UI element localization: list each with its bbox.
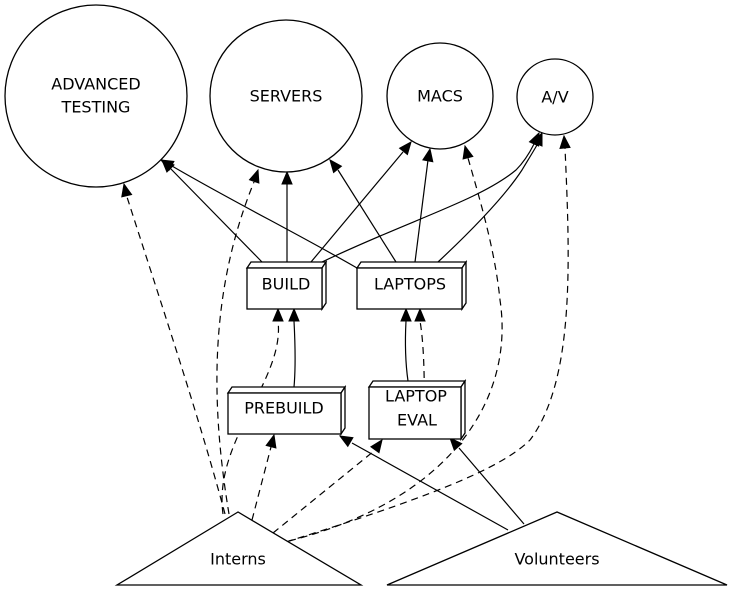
node-volunteers[interactable]: Volunteers (386, 511, 728, 586)
edge-line (404, 320, 409, 382)
node-laptops-label: LAPTOPS (374, 275, 446, 294)
edge-line (337, 169, 397, 263)
node-laptop-eval[interactable]: LAPTOP EVAL (367, 378, 467, 442)
node-interns[interactable]: Interns (114, 511, 364, 586)
node-prebuild-shape (227, 392, 342, 435)
node-av-shape (516, 58, 594, 136)
node-macs-shape (386, 42, 494, 150)
edge-interns-to-servers (216, 168, 260, 515)
node-advanced-testing-label-line-2: TESTING (61, 98, 131, 117)
node-interns-label: Interns (210, 550, 266, 569)
node-build-label: BUILD (262, 275, 311, 294)
node-macs[interactable]: MACS (386, 42, 494, 150)
arrowhead-icon (288, 307, 300, 322)
node-advanced-testing-label-line-1: ADVANCED (51, 75, 140, 94)
arrowhead-icon (462, 144, 474, 160)
arrowhead-icon (248, 168, 260, 184)
node-laptop-eval-label-line-2: EVAL (397, 411, 437, 430)
edge-laptops-to-macs (414, 147, 434, 263)
node-advanced-testing[interactable]: ADVANCED TESTING (4, 4, 188, 188)
node-interns-shape (114, 511, 364, 586)
edge-interns-to-advanced-testing (121, 182, 226, 515)
node-prebuild[interactable]: PREBUILD (226, 384, 347, 437)
node-av-label: A/V (541, 88, 568, 107)
arrowhead-icon (400, 307, 412, 322)
edge-laptops-to-av (437, 131, 543, 263)
arrowhead-icon (329, 158, 343, 174)
edge-line (414, 159, 429, 263)
node-prebuild-label: PREBUILD (244, 399, 324, 418)
arrowhead-icon (449, 437, 463, 452)
node-build-shape (246, 267, 323, 310)
arrowhead-icon (159, 159, 175, 171)
edge-line (216, 181, 255, 515)
arrowhead-icon (559, 134, 571, 149)
node-build[interactable]: BUILD (245, 259, 328, 312)
edge-laptops-to-advanced-testing (159, 159, 358, 269)
arrowhead-icon (338, 435, 354, 448)
edge-interns-to-laptop-eval (272, 438, 383, 534)
arrowhead-icon (531, 131, 543, 147)
edge-interns-to-av (285, 134, 571, 543)
arrowhead-icon (272, 307, 284, 322)
arrowhead-icon (121, 182, 133, 198)
edge-laptops-to-servers (329, 158, 397, 263)
edge-prebuild-to-build (288, 307, 300, 388)
edge-interns-to-prebuild (251, 433, 277, 521)
edge-interns-to-macs (288, 144, 503, 542)
arrowhead-icon (281, 170, 293, 185)
edge-build-to-advanced-testing (161, 159, 263, 263)
arrowhead-icon (369, 438, 383, 454)
nodes-layer: ADVANCED TESTING SERVERS MACS A/V BUILD (4, 4, 728, 586)
node-advanced-testing-shape (4, 4, 188, 188)
node-laptops[interactable]: LAPTOPS (355, 259, 468, 312)
arrowhead-icon (422, 147, 434, 163)
node-laptops-3d-top (355, 261, 468, 269)
edge-line (293, 320, 296, 388)
node-macs-label: MACS (417, 87, 463, 106)
arrowhead-icon (414, 307, 426, 322)
edge-line (251, 446, 272, 521)
node-laptops-shape (356, 267, 463, 310)
node-volunteers-shape (386, 511, 728, 586)
node-av[interactable]: A/V (516, 58, 594, 136)
edge-line (437, 144, 538, 263)
node-prebuild-3d-top (226, 386, 347, 394)
arrowhead-icon (398, 140, 412, 156)
edge-line (288, 157, 503, 542)
edge-line (285, 147, 569, 543)
node-servers-shape (209, 19, 363, 173)
edge-line (458, 447, 525, 525)
edge-line (310, 151, 404, 263)
edge-interns-to-build (221, 307, 284, 515)
edge-line (169, 167, 263, 263)
arrowhead-icon (265, 433, 277, 449)
edges-layer (121, 131, 571, 543)
edge-line (321, 143, 535, 263)
node-laptop-eval-label-line-1: LAPTOP (385, 387, 447, 406)
node-build-3d-top (245, 261, 328, 269)
node-laptop-eval-shape (368, 386, 462, 440)
edge-line (171, 165, 358, 269)
edge-line (221, 320, 280, 515)
edge-volunteers-to-laptop-eval (449, 437, 525, 525)
node-servers[interactable]: SERVERS (209, 19, 363, 173)
edge-laptop-eval-to-laptops (400, 307, 412, 382)
node-volunteers-label: Volunteers (514, 550, 599, 569)
node-servers-label: SERVERS (250, 87, 323, 106)
edge-line (126, 196, 226, 515)
edge-build-to-macs (310, 140, 412, 263)
edge-volunteers-to-prebuild (338, 435, 509, 531)
edge-line (351, 442, 509, 531)
edge-line (272, 450, 375, 534)
edge-build-to-servers (281, 170, 293, 262)
